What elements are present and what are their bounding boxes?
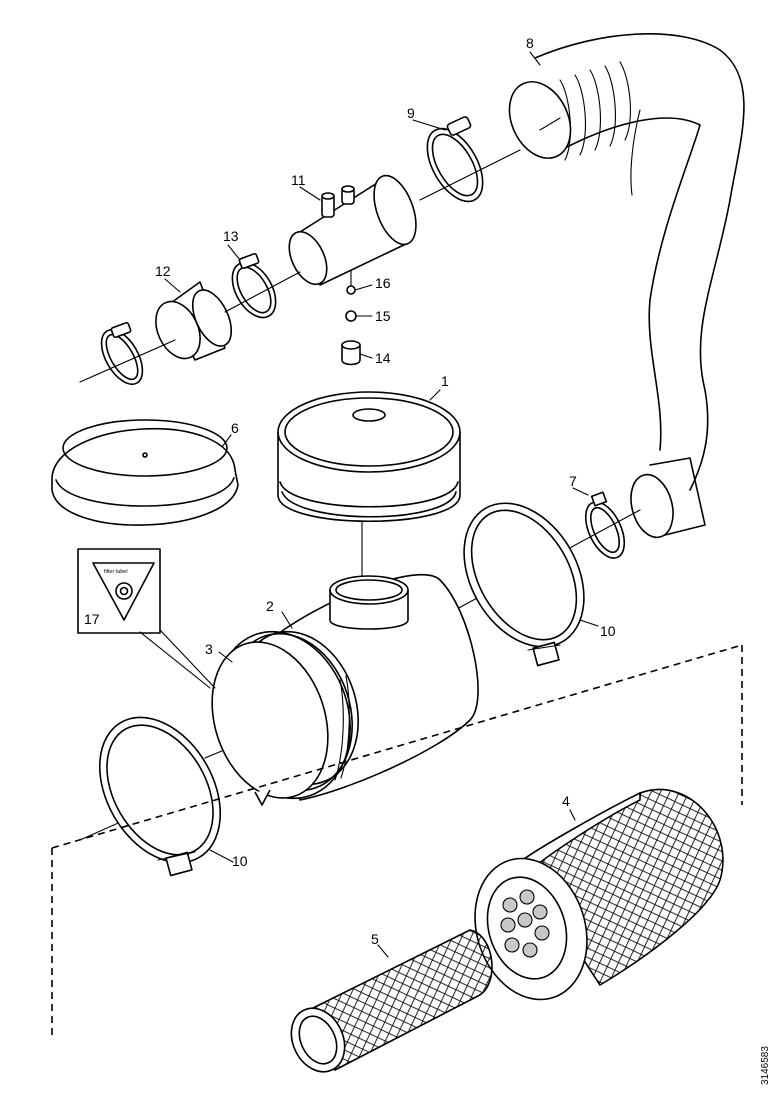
- callout-9: 9: [407, 105, 415, 121]
- callout-2: 2: [266, 598, 274, 614]
- part-13-small-clamp: [231, 252, 277, 319]
- part-4-filter-element: [474, 788, 724, 1001]
- part-8-intake-hose: [508, 33, 745, 491]
- part-17-label: filter label: [77, 548, 216, 689]
- callout-8: 8: [526, 35, 534, 51]
- svg-text:filter label: filter label: [104, 569, 128, 575]
- part-1-cover: [277, 391, 461, 523]
- callout-16: 16: [375, 275, 391, 291]
- part-7-hose-clamp: [584, 457, 706, 559]
- dashed-assembly-outline: [51, 644, 743, 1040]
- callout-14: 14: [375, 350, 391, 366]
- callout-13: 13: [223, 228, 239, 244]
- left-clamp: [100, 321, 144, 385]
- callout-11: 11: [291, 172, 306, 188]
- callout-15: 15: [375, 308, 391, 324]
- part-2-housing: [211, 573, 479, 806]
- callout-leaders: [164, 51, 599, 958]
- part-6-dust-cap: [51, 419, 239, 526]
- part-11-sensor-tube: [288, 174, 417, 286]
- callout-12: 12: [155, 263, 171, 279]
- callout-labels: 1 2 3 4 5 6 7 8 9 10 10 11 12 13 14 15 1…: [84, 35, 616, 947]
- callout-4: 4: [562, 793, 570, 809]
- callout-10-left: 10: [232, 853, 248, 869]
- callout-1: 1: [441, 373, 449, 389]
- callout-6: 6: [231, 420, 239, 436]
- part-9-clamp: [426, 116, 484, 203]
- callout-7: 7: [569, 473, 577, 489]
- part-12-sleeve: [155, 281, 233, 361]
- drawing-code: 3146583: [760, 1046, 771, 1085]
- callout-3: 3: [205, 641, 213, 657]
- callout-17: 17: [84, 611, 100, 627]
- callout-5: 5: [371, 931, 379, 947]
- callout-10-right: 10: [600, 623, 616, 639]
- parts-14-16-hardware: [341, 269, 373, 366]
- part-10-clamp-left: [98, 716, 222, 877]
- part-10-clamp-right: [463, 502, 585, 667]
- part-5-safety-filter: [290, 929, 493, 1073]
